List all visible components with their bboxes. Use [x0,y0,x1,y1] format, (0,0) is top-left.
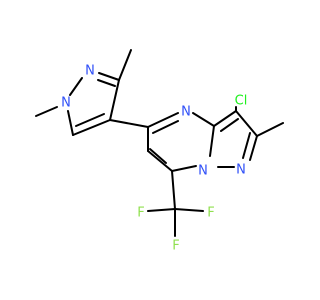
bond-c7-cf3 [171,170,176,210]
atom-n2-pyrazole: N [85,64,95,79]
bond-c3-c4 [109,79,120,121]
chemical-structure: N N N N N Cl F F F [35,49,284,254]
bond-c2-methyl [256,122,284,137]
bond-c5-n4 [147,112,179,128]
atom-n-bridge-2: N [236,163,246,178]
bonds [35,49,284,237]
bond-c3a-c3-double [220,118,239,132]
bond-c5-n4-double [152,120,179,134]
bond-cf3-f-right [174,208,204,212]
atom-f-bottom: F [172,239,179,254]
atom-n-bridge: N [198,164,208,179]
atom-n1-pyrazole: N [61,96,71,111]
bond-n1-n2 [69,77,83,96]
bond-c7-c6 [147,150,173,172]
bond-c4-c5-double [75,113,105,127]
bond-c5-n1 [67,110,74,136]
atom-labels: N N N N N Cl F F F [61,64,247,254]
bond-methyl-n1 [35,106,58,117]
bond-c3-c2 [235,110,258,137]
bond-n2-c3-double [97,79,116,87]
atom-f-left: F [137,206,144,221]
bond-n4-c3a [192,112,215,127]
atom-n-pyrimidine: N [181,105,191,120]
atom-cl: Cl [235,94,248,109]
bond-cf3-f-left [147,208,176,212]
bond-n7a-c7 [171,165,197,172]
atom-f-right: F [207,206,214,221]
bond-n2-c3 [98,72,120,81]
bond-c3a-c3 [213,110,237,127]
bond-c3-methyl [118,49,132,81]
bond-c3a-n7a [209,125,215,157]
bond-c7-c6-double [149,148,167,164]
bond-c2-n1-double [242,132,251,159]
bond-c4-c5 [72,119,111,136]
bond-c2-n1 [249,135,258,161]
bond-link [109,119,149,128]
